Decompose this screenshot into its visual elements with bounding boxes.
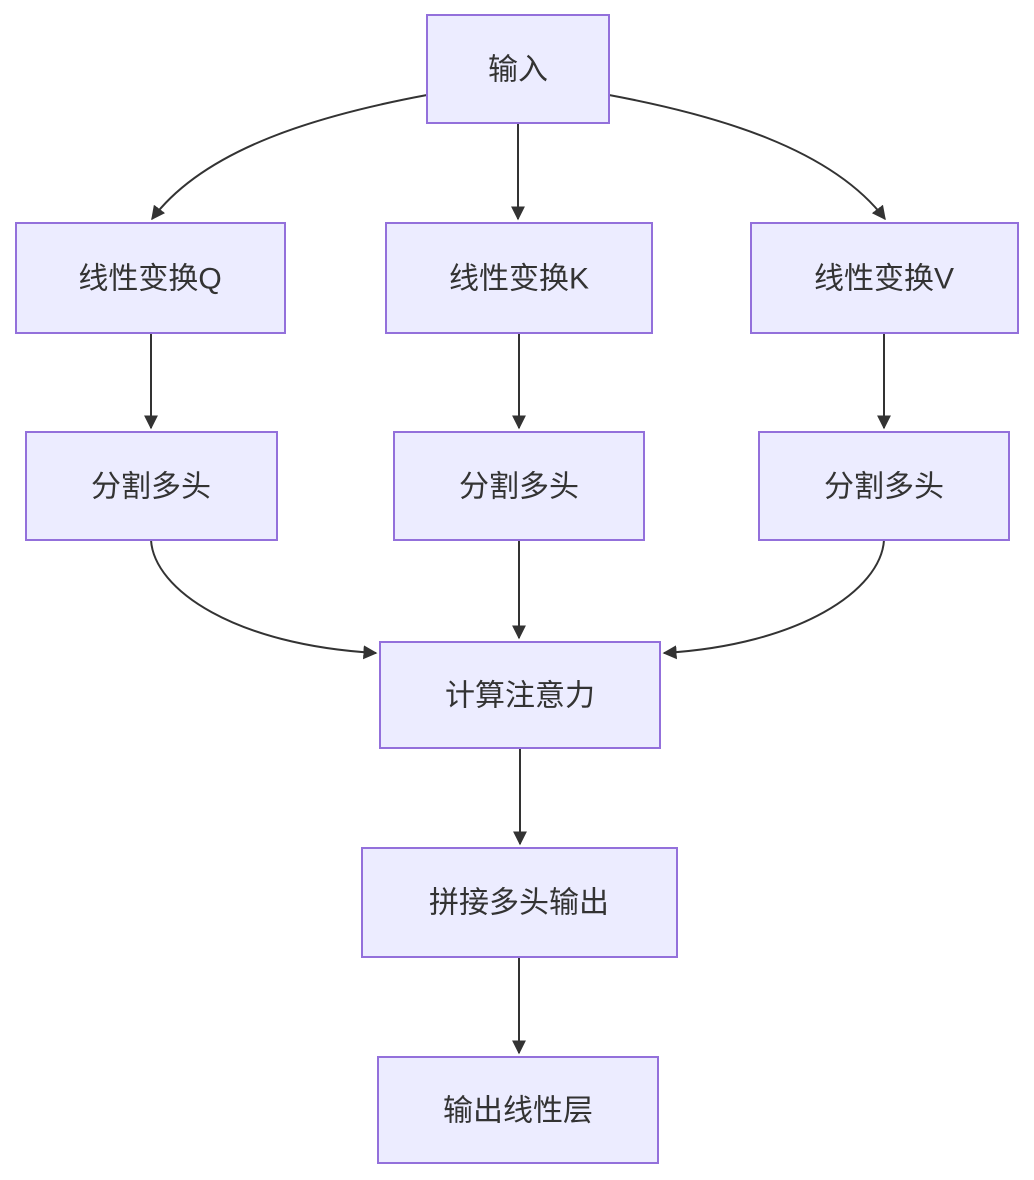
- node-output: 输出线性层: [377, 1056, 659, 1164]
- node-split-v-label: 分割多头: [824, 471, 944, 504]
- node-linear-v-box: [750, 222, 1019, 334]
- node-linear-q-box: [15, 222, 286, 334]
- node-attention-box: [379, 641, 661, 749]
- node-linear-k-box: [385, 222, 653, 334]
- node-split-q: 分割多头: [25, 431, 278, 541]
- edge-input-to-linear-q: [151, 94, 428, 221]
- node-linear-q: 线性变换Q: [15, 222, 286, 334]
- node-concat: 拼接多头输出: [361, 847, 678, 958]
- node-split-v: 分割多头: [758, 431, 1010, 541]
- edges-layer: [144, 94, 891, 1055]
- edge-input-to-linear-v: [608, 94, 886, 221]
- node-input-box: [426, 14, 610, 124]
- node-output-label: 输出线性层: [443, 1095, 593, 1128]
- node-input: 输入: [426, 14, 610, 124]
- node-attention-label: 计算注意力: [445, 680, 595, 713]
- edge-split-q-to-attention: [150, 539, 378, 660]
- node-concat-label: 拼接多头输出: [429, 887, 609, 920]
- node-split-k-label: 分割多头: [459, 471, 579, 504]
- node-split-v-box: [758, 431, 1010, 541]
- node-split-k-box: [393, 431, 645, 541]
- node-output-box: [377, 1056, 659, 1164]
- node-split-q-label: 分割多头: [91, 471, 211, 504]
- node-split-q-box: [25, 431, 278, 541]
- node-attention: 计算注意力: [379, 641, 661, 749]
- node-linear-v: 线性变换V: [750, 222, 1019, 334]
- node-concat-box: [361, 847, 678, 958]
- edge-split-v-to-attention: [662, 539, 885, 660]
- node-linear-v-label: 线性变换V: [814, 263, 954, 296]
- node-linear-q-label: 线性变换Q: [78, 263, 221, 296]
- node-linear-k-label: 线性变换K: [449, 263, 589, 296]
- node-input-label: 输入: [488, 54, 548, 87]
- node-split-k: 分割多头: [393, 431, 645, 541]
- node-linear-k: 线性变换K: [385, 222, 653, 334]
